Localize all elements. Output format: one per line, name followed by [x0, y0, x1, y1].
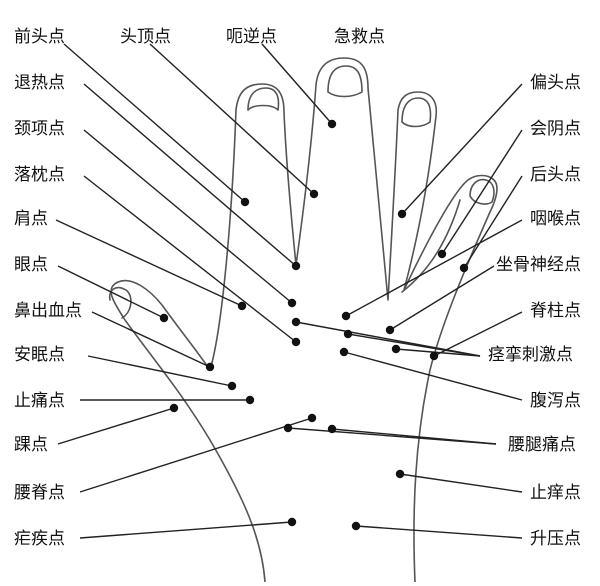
label-jingluan: 痉挛刺激点: [488, 345, 573, 365]
dot-jian: [237, 301, 247, 311]
leader-fuxie: [343, 351, 523, 401]
dot-jingxiang: [287, 298, 297, 308]
label-jizhu: 脊柱点: [530, 301, 581, 321]
leader-tuire: [83, 83, 297, 267]
leader-jian: [55, 219, 243, 307]
label-huai: 踝点: [14, 435, 48, 455]
dot-houtou: [459, 263, 469, 273]
hand-outline: [108, 57, 498, 583]
leader-jingluan-3: [395, 348, 481, 357]
dot-yanhou: [341, 311, 351, 321]
label-yanhou: 咽喉点: [530, 209, 581, 229]
label-houtou: 后头点: [530, 165, 581, 185]
leader-touding: [149, 43, 315, 195]
pinky-finger-inner: [401, 199, 461, 293]
dot-jingluan-1: [291, 317, 301, 327]
leader-qiantou: [63, 43, 246, 203]
dot-yaotui-1: [283, 423, 293, 433]
leader-jizhu: [433, 311, 523, 357]
dot-jingluan-2: [343, 329, 353, 339]
leader-jingluan-2: [347, 333, 481, 357]
leader-huai: [57, 407, 175, 445]
leader-huiyin: [441, 129, 523, 255]
leader-bichuxue: [91, 311, 211, 368]
label-anmian: 安眠点: [14, 345, 65, 365]
dot-bichuxue: [205, 362, 215, 372]
leader-yanhou: [345, 219, 523, 317]
leader-nueji: [79, 521, 293, 539]
leader-piantou: [401, 83, 523, 215]
leader-lines: [55, 43, 523, 539]
label-piantou: 偏头点: [530, 73, 581, 93]
acupoint-labels: 前头点 头顶点 呃逆点 急救点 退热点 颈项点 落枕点 肩点 眼点 鼻出血点 安…: [14, 27, 581, 549]
label-zuogu: 坐骨神经点: [496, 255, 581, 275]
leader-houtou: [463, 175, 523, 269]
dot-yaoji: [307, 413, 317, 423]
dot-anmian: [227, 381, 237, 391]
dot-zhiyang: [395, 469, 405, 479]
leader-yaotui-2: [331, 428, 497, 445]
leader-jingxiang: [83, 129, 293, 304]
dot-yaotui-2: [327, 424, 337, 434]
label-touding: 头顶点: [120, 27, 171, 47]
label-shengya: 升压点: [530, 529, 581, 549]
label-qiantou: 前头点: [14, 27, 65, 47]
middle-nail: [327, 65, 363, 98]
dot-fuxie: [339, 347, 349, 357]
dot-tuire: [291, 261, 301, 271]
label-yaotui: 腰腿痛点: [508, 435, 576, 455]
index-nail: [247, 87, 280, 111]
dot-huai: [169, 403, 179, 413]
dot-jizhu: [429, 351, 439, 361]
label-zhiyang: 止痒点: [530, 483, 581, 503]
dot-zuogu: [385, 325, 395, 335]
label-yan: 眼点: [14, 255, 48, 275]
label-eni: 呃逆点: [226, 27, 277, 47]
label-jian: 肩点: [14, 209, 48, 229]
dot-shengya: [351, 521, 361, 531]
leader-zhiyang: [399, 473, 523, 493]
label-jijiu: 急救点: [334, 27, 385, 47]
dot-zhitong: [245, 395, 255, 405]
label-huiyin: 会阴点: [530, 119, 581, 139]
hand-contour: [110, 57, 498, 583]
label-nueji: 疟疾点: [14, 529, 65, 549]
leader-anmian: [87, 355, 233, 387]
dot-qiantou: [240, 197, 250, 207]
ring-nail: [401, 97, 432, 128]
dot-yan: [159, 313, 169, 323]
dot-nueji: [287, 517, 297, 527]
dot-huiyin: [437, 249, 447, 259]
label-tuire: 退热点: [14, 73, 65, 93]
acupoint-dots: [159, 119, 469, 531]
label-jingxiang: 颈项点: [14, 119, 65, 139]
dot-touding: [309, 189, 319, 199]
label-yaoji: 腰脊点: [14, 483, 65, 503]
dot-jingluan-3: [391, 344, 401, 354]
label-zhitong: 止痛点: [14, 391, 65, 411]
leader-yan: [57, 265, 165, 319]
label-fuxie: 腹泻点: [530, 391, 581, 411]
leader-eni: [261, 43, 333, 125]
leader-laozhen: [83, 175, 297, 343]
leader-zuogu: [389, 265, 495, 331]
dot-piantou: [397, 209, 407, 219]
label-laozhen: 落枕点: [14, 165, 65, 185]
dot-laozhen: [291, 337, 301, 347]
pinky-nail: [469, 178, 495, 205]
label-bichuxue: 鼻出血点: [14, 301, 82, 321]
leader-yaoji: [79, 417, 313, 493]
leader-shengya: [355, 525, 523, 539]
dot-eni: [327, 119, 337, 129]
